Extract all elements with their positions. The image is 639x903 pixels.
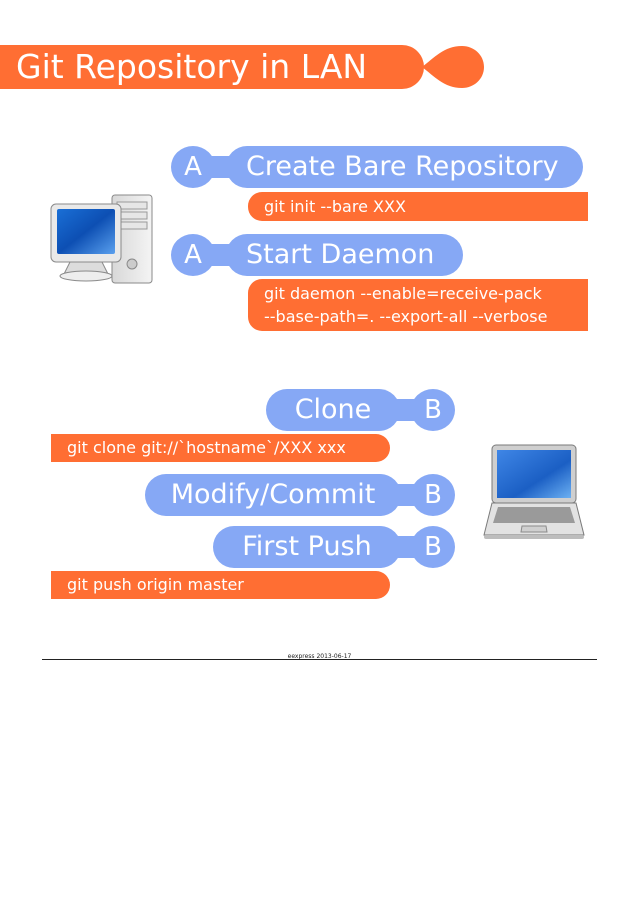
command-line: git push origin master xyxy=(67,575,244,594)
step-b3-label: First Push xyxy=(213,526,401,568)
step-b1-tag: B xyxy=(411,389,455,431)
command-line: git daemon --enable=receive-pack xyxy=(264,284,542,303)
step-b2-tag: B xyxy=(411,474,455,516)
title-drop-decoration xyxy=(422,46,484,88)
desktop-computer-icon xyxy=(50,194,153,284)
footer-divider xyxy=(42,659,597,660)
footer-text: eexpress 2013-06-17 xyxy=(287,653,352,660)
step-b2-label: Modify/Commit xyxy=(145,474,401,516)
step-a1-command: git init --bare XXX xyxy=(248,192,588,221)
step-b1-command: git clone git://`hostname`/XXX xxx xyxy=(51,434,390,462)
laptop-icon xyxy=(483,444,585,539)
step-b3-tag: B xyxy=(411,526,455,568)
command-line: --base-path=. --export-all --verbose xyxy=(264,307,548,326)
command-line: git clone git://`hostname`/XXX xxx xyxy=(67,438,346,457)
title-banner xyxy=(0,45,424,89)
command-line: git init --bare XXX xyxy=(264,197,406,216)
step-a1-label: Create Bare Repository xyxy=(226,146,583,188)
step-b1-label: Clone xyxy=(266,389,400,431)
step-b3-command: git push origin master xyxy=(51,571,390,599)
step-a2-label: Start Daemon xyxy=(226,234,463,276)
step-a2-command: git daemon --enable=receive-pack --base-… xyxy=(248,279,588,331)
page-title: Git Repository in LAN xyxy=(16,47,368,86)
